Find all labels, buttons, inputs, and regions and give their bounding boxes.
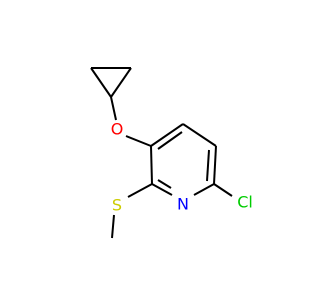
chlorine-label: Cl: [237, 193, 253, 212]
bond-cp-o: [110, 96, 117, 121]
bond-c2-c3: [150, 145, 153, 185]
oxygen-label: O: [111, 120, 124, 139]
pyridine-ring: [150, 123, 217, 196]
bond-c6-cl: [213, 183, 233, 197]
bond-c5-c6: [213, 145, 217, 185]
bond-c5-c6-inner: [206, 149, 210, 182]
nitrogen-label: N: [177, 195, 189, 214]
bond-n-c2-inner: [157, 179, 172, 189]
bond-c6-n: [193, 183, 215, 196]
bond-o-c3: [125, 135, 152, 147]
bond-n-c2: [151, 183, 173, 196]
bond-c4-c5: [182, 123, 217, 147]
bond-c3-c4: [150, 123, 184, 147]
cyclopropyl-ring: [90, 67, 132, 98]
bond-cp-right: [110, 67, 132, 98]
bond-s-ch3: [111, 214, 115, 239]
bond-cp-left: [90, 67, 112, 98]
sulfur-label: S: [112, 196, 122, 215]
molecule-structure: O S N Cl: [90, 67, 253, 239]
bond-c3-c4-inner: [157, 131, 183, 150]
bond-c2-s: [127, 183, 153, 198]
